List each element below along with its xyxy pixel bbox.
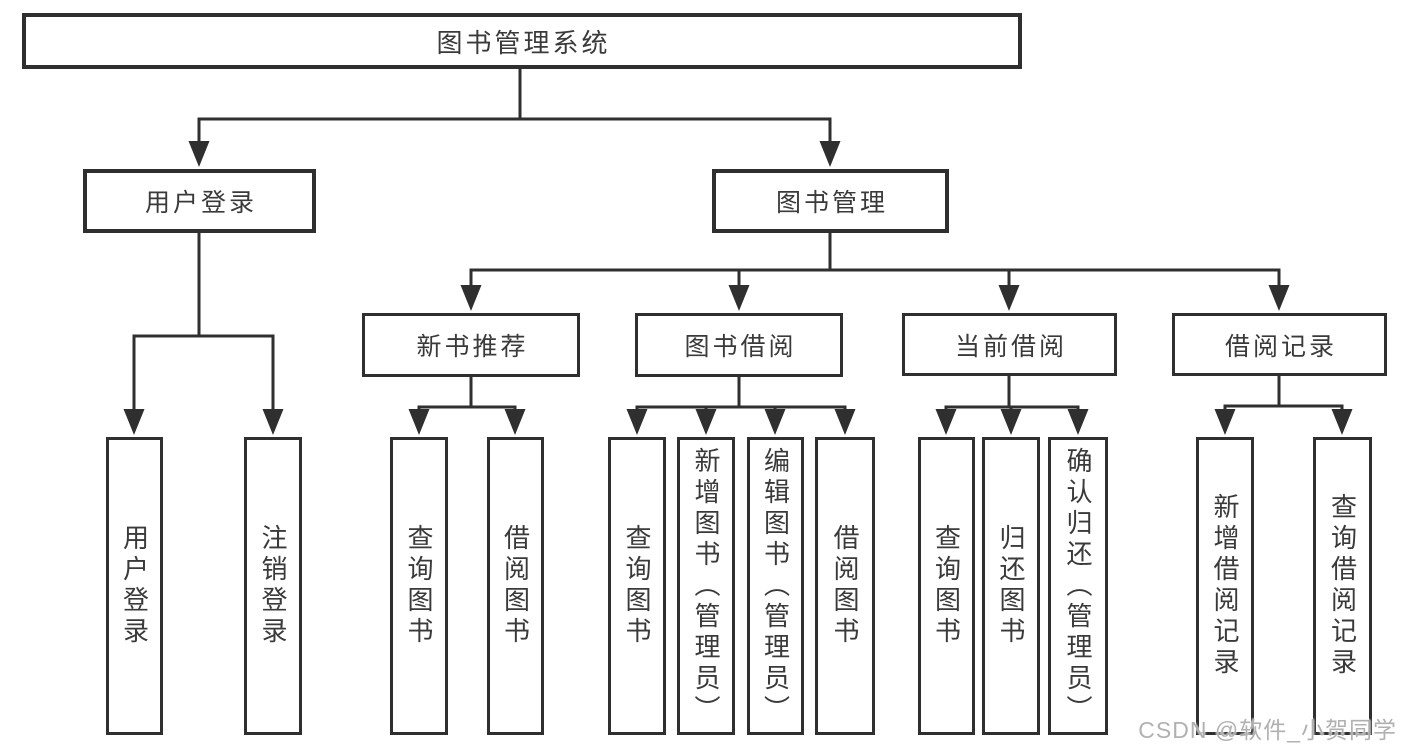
node-leaf-borrow-books: 借阅图书 [815, 437, 875, 735]
node-leaf-return-books: 归还图书 [982, 437, 1040, 735]
node-label-root: 图书管理系统 [436, 27, 611, 58]
node-book-borrow: 图书借阅 [635, 313, 843, 377]
node-label-leaf-add-books-admin: 新增图书（管理员） [691, 446, 721, 726]
node-label-leaf-edit-books-admin: 编辑图书（管理员） [760, 446, 791, 726]
node-label-leaf-add-borrow-record: 新增借阅记录 [1210, 493, 1240, 679]
node-label-leaf-query-books-bor: 查询图书 [622, 524, 652, 648]
node-label-leaf-query-books-cur: 查询图书 [931, 524, 962, 648]
node-current-borrow: 当前借阅 [902, 313, 1117, 376]
node-label-leaf-query-borrow-record: 查询借阅记录 [1327, 493, 1358, 679]
node-label-leaf-logout: 注销登录 [258, 524, 288, 648]
node-leaf-borrow-books-rec: 借阅图书 [487, 437, 544, 735]
node-label-leaf-query-books-rec: 查询图书 [404, 524, 434, 648]
node-label-leaf-user-login: 用户登录 [119, 524, 150, 648]
node-label-book-borrow: 图书借阅 [684, 333, 797, 361]
node-label-new-book-rec: 新书推荐 [416, 333, 529, 361]
node-user-login: 用户登录 [83, 169, 316, 233]
node-new-book-rec: 新书推荐 [362, 313, 580, 377]
node-leaf-logout: 注销登录 [244, 437, 302, 735]
node-label-user-login: 用户登录 [144, 189, 257, 217]
node-leaf-query-books-rec: 查询图书 [390, 437, 448, 735]
node-label-leaf-borrow-books: 借阅图书 [830, 524, 860, 648]
node-root: 图书管理系统 [22, 13, 1022, 69]
node-borrow-records: 借阅记录 [1172, 313, 1387, 376]
node-leaf-query-books-bor: 查询图书 [608, 437, 666, 735]
node-label-leaf-confirm-return: 确认归还（管理员） [1063, 446, 1093, 726]
node-leaf-query-borrow-record: 查询借阅记录 [1313, 437, 1372, 735]
node-label-leaf-return-books: 归还图书 [996, 524, 1026, 648]
node-leaf-user-login: 用户登录 [106, 437, 163, 735]
node-leaf-edit-books-admin: 编辑图书（管理员） [747, 437, 804, 735]
node-leaf-query-books-cur: 查询图书 [918, 437, 975, 735]
node-label-book-mgmt: 图书管理 [775, 189, 888, 217]
node-leaf-confirm-return: 确认归还（管理员） [1048, 437, 1108, 735]
node-label-borrow-records: 借阅记录 [1224, 332, 1337, 361]
node-book-mgmt: 图书管理 [712, 169, 949, 233]
node-leaf-add-borrow-record: 新增借阅记录 [1196, 437, 1254, 735]
node-label-current-borrow: 当前借阅 [954, 332, 1067, 361]
node-label-leaf-borrow-books-rec: 借阅图书 [500, 524, 531, 648]
node-leaf-add-books-admin: 新增图书（管理员） [677, 437, 735, 735]
